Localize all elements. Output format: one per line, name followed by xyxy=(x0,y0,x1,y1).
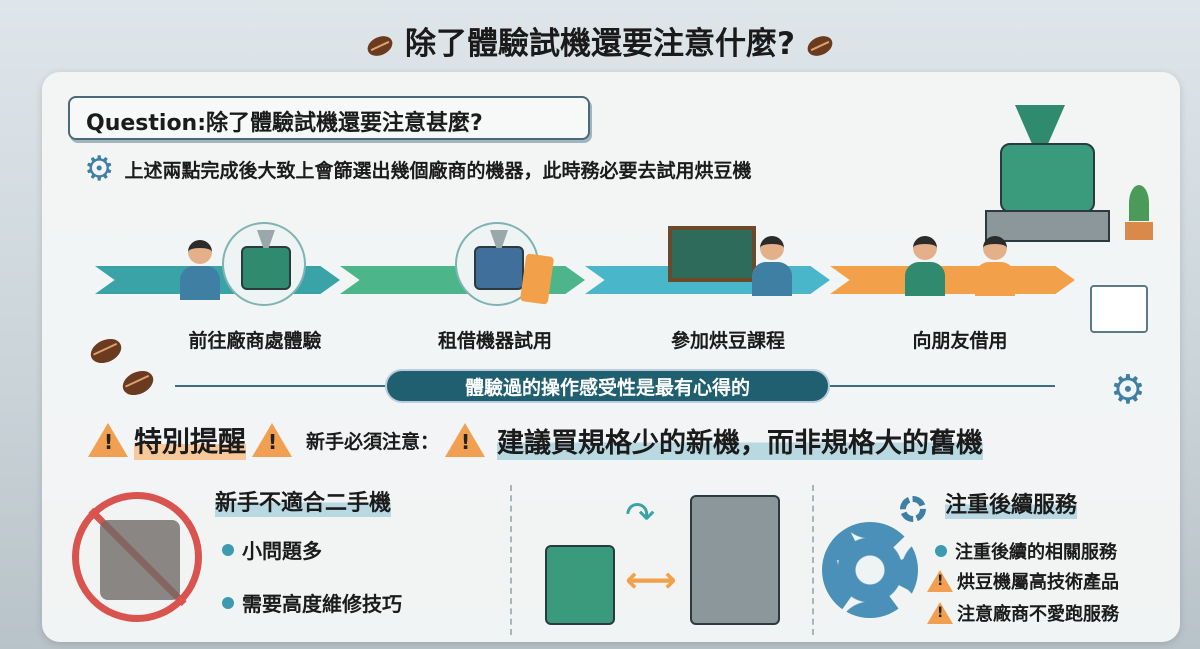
bullet-icon xyxy=(222,543,234,556)
item-text: 需要高度維修技巧 xyxy=(242,592,402,616)
large-gear-icon xyxy=(822,522,918,618)
no-used-machine-icon xyxy=(72,492,202,622)
list-item: 烘豆機屬高技術產品 xyxy=(927,568,1119,594)
reminder-title: 特別提醒 xyxy=(134,420,247,460)
coffee-bean-icon xyxy=(364,31,396,60)
reminder-row: 特別提醒 新手必須注意： 建議買規格少的新機，而非規格大的舊機 xyxy=(88,420,984,460)
cycle-arrow-icon: ↷ xyxy=(625,495,656,536)
step-arrow xyxy=(830,266,1075,294)
warning-icon xyxy=(88,423,128,457)
item-text: 注重後續的相關服務 xyxy=(955,542,1117,563)
large-old-roaster-illustration xyxy=(690,495,780,625)
list-item: 注意廠商不愛跑服務 xyxy=(927,600,1119,626)
gear-icon: ⚙ xyxy=(84,149,115,189)
col1-heading: 新手不適合二手機 xyxy=(215,485,392,517)
roaster-illustration xyxy=(985,105,1115,243)
page-title: 除了體驗試機還要注意什麼? xyxy=(0,18,1200,63)
step-label: 前往廠商處體驗 xyxy=(188,330,322,352)
small-new-roaster-illustration xyxy=(545,545,615,625)
chart-card-icon xyxy=(1090,285,1148,333)
reminder-prefix: 新手必須注意： xyxy=(306,430,440,453)
step-label: 向朋友借用 xyxy=(912,330,1008,352)
friend-icon xyxy=(905,236,945,296)
small-gear-icon xyxy=(900,496,926,522)
item-text: 注意廠商不愛跑服務 xyxy=(957,604,1119,625)
item-text: 小問題多 xyxy=(242,539,322,563)
col3-heading: 注重後續服務 xyxy=(945,487,1078,519)
warning-icon xyxy=(927,570,953,592)
gear-icon: ⚙ xyxy=(1110,367,1146,413)
classroom-illustration xyxy=(668,226,756,282)
swap-arrow-icon: ⟷ xyxy=(625,560,677,601)
visit-vendor-illustration xyxy=(222,222,306,306)
item-text: 烘豆機屬高技術產品 xyxy=(957,572,1119,593)
reminder-text: 建議買規格少的新機，而非規格大的舊機 xyxy=(497,420,984,460)
bullet-icon xyxy=(935,545,947,557)
intro-line: ⚙ 上述兩點完成後大致上會篩選出幾個廠商的機器，此時務必要去試用烘豆機 xyxy=(84,152,752,186)
friend-icon xyxy=(975,236,1015,296)
column-divider xyxy=(812,485,814,635)
used-roaster-illustration xyxy=(100,520,180,600)
warning-icon xyxy=(252,423,293,457)
column-divider xyxy=(510,485,512,635)
warning-icon xyxy=(445,423,486,457)
list-item: 小問題多 xyxy=(222,535,322,564)
title-text: 除了體驗試機還要注意什麼? xyxy=(405,26,795,62)
plant-icon xyxy=(1125,185,1153,240)
coffee-bean-icon xyxy=(804,31,836,60)
list-item: 需要高度維修技巧 xyxy=(222,588,402,617)
bullet-icon xyxy=(222,596,234,609)
intro-text: 上述兩點完成後大致上會篩選出幾個廠商的機器，此時務必要去試用烘豆機 xyxy=(124,159,752,182)
list-item: 注重後續的相關服務 xyxy=(935,538,1117,564)
teacher-icon xyxy=(752,236,792,296)
person-icon xyxy=(180,240,220,300)
warning-icon xyxy=(927,602,953,624)
question-box: Question:除了體驗試機還要注意甚麼? xyxy=(68,96,590,140)
step-label: 租借機器試用 xyxy=(437,330,552,352)
key-insight-banner: 體驗過的操作感受性是最有心得的 xyxy=(385,369,830,403)
step-label: 參加烘豆課程 xyxy=(670,330,785,352)
